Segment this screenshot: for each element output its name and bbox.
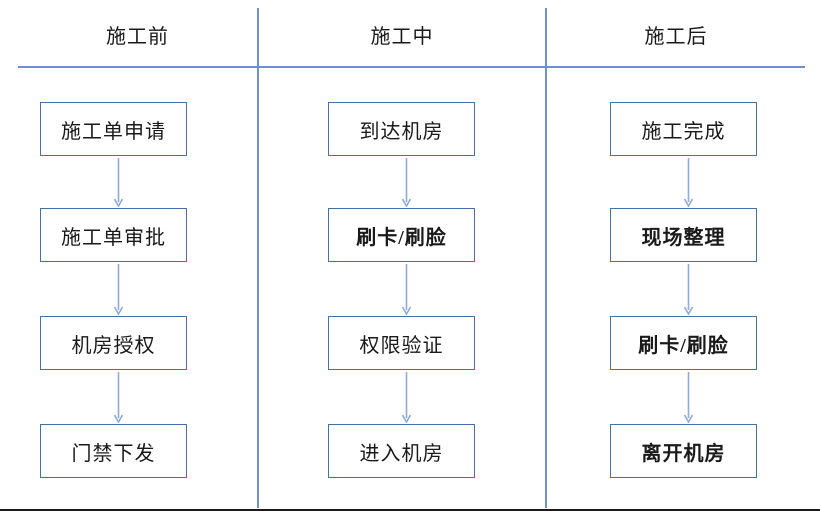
flow-arrow-down-icon (682, 372, 695, 423)
flow-arrow-down-icon (400, 158, 413, 207)
process-node[interactable]: 到达机房 (328, 102, 475, 156)
column-divider-1 (257, 8, 259, 508)
process-node[interactable]: 离开机房 (610, 424, 757, 478)
process-node[interactable]: 门禁下发 (40, 424, 187, 478)
flow-arrow-down-icon (400, 264, 413, 315)
flow-arrow-down-icon (112, 264, 125, 315)
flow-arrow-down-icon (682, 158, 695, 207)
process-node[interactable]: 施工完成 (610, 102, 757, 156)
flow-arrow-down-icon (682, 264, 695, 315)
process-node[interactable]: 施工单申请 (40, 102, 187, 156)
column-header-before: 施工前 (106, 26, 169, 48)
process-node[interactable]: 现场整理 (610, 208, 757, 262)
column-header-after: 施工后 (644, 26, 708, 48)
process-node[interactable]: 刷卡/刷脸 (328, 208, 475, 262)
process-node[interactable]: 刷卡/刷脸 (610, 316, 757, 370)
flow-arrow-down-icon (400, 372, 413, 423)
process-node[interactable]: 进入机房 (328, 424, 475, 478)
process-node[interactable]: 施工单审批 (40, 208, 187, 262)
column-divider-2 (545, 8, 547, 508)
process-node[interactable]: 权限验证 (328, 316, 475, 370)
flow-arrow-down-icon (112, 372, 125, 423)
column-header-during: 施工中 (370, 26, 434, 48)
process-node[interactable]: 机房授权 (40, 316, 187, 370)
bottom-border-line (0, 509, 820, 511)
flow-arrow-down-icon (112, 158, 125, 207)
header-divider-line (18, 66, 805, 68)
